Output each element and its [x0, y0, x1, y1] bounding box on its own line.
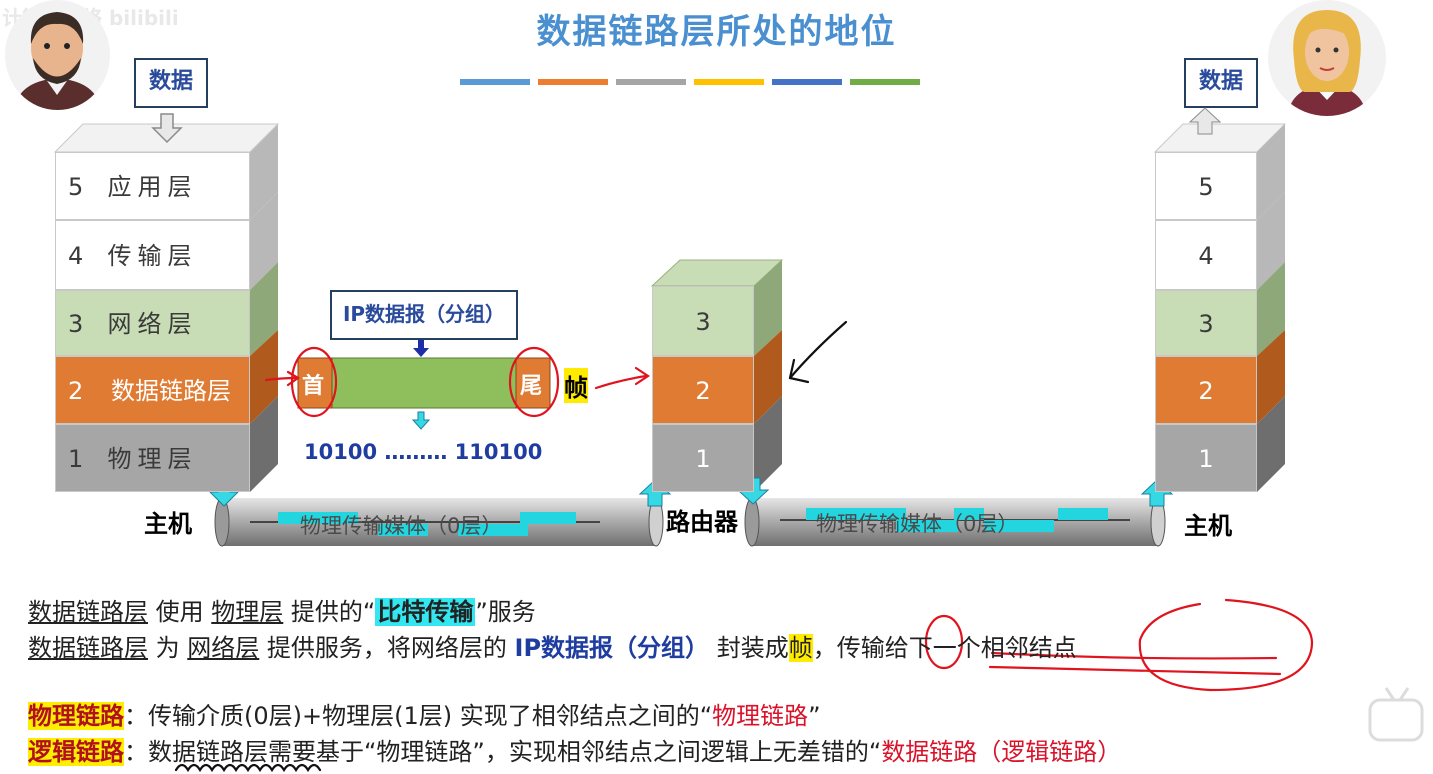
- right-layer-2: 2: [1155, 356, 1257, 424]
- host-left-label: 主机: [144, 510, 192, 538]
- router-layer-2: 2: [652, 356, 754, 424]
- medium-cylinder-right: [744, 497, 1166, 547]
- right-layer-1: 1: [1155, 424, 1257, 492]
- right-layer-4: 4: [1155, 220, 1257, 290]
- medium-left-label: 物理传输媒体（0层）: [300, 514, 503, 538]
- bit-stream-label: 10100 ……… 110100: [304, 440, 543, 464]
- host-right-label: 主机: [1184, 512, 1232, 540]
- text-line-4: 逻辑链路：数据链路层需要基于“物理链路”，实现相邻结点之间逻辑上无差错的“数据链…: [28, 738, 1122, 766]
- data-box-right: 数据: [1184, 58, 1258, 108]
- title-color-bar: [460, 79, 530, 85]
- text-line-2: 数据链路层 为 网络层 提供服务，将网络层的 IP数据报（分组） 封装成帧，传输…: [28, 634, 1077, 662]
- page-title: 数据链路层所处的地位: [536, 12, 897, 52]
- frame-label: 帧: [564, 368, 588, 403]
- text-line-1: 数据链路层 使用 物理层 提供的“比特传输”服务: [28, 598, 536, 626]
- frame-graphic: [297, 340, 551, 430]
- frame-head-label: 首: [302, 374, 325, 399]
- data-box-left: 数据: [134, 58, 208, 108]
- male-avatar: [5, 0, 110, 110]
- router-layer-1: 1: [652, 424, 754, 492]
- title-color-bar: [772, 79, 842, 85]
- frame-tail-label: 尾: [520, 374, 543, 399]
- right-stack-side: [1153, 123, 1287, 492]
- ip-datagram-label: IP数据报（分组）: [330, 290, 518, 340]
- title-color-bar: [694, 79, 764, 85]
- female-avatar: [1268, 0, 1386, 116]
- router-layer-3: 3: [652, 286, 754, 356]
- title-color-bar: [616, 79, 686, 85]
- router-label: 路由器: [666, 508, 738, 536]
- text-line-3: 物理链路：传输介质(0层)+物理层(1层) 实现了相邻结点之间的“物理链路”: [28, 702, 821, 730]
- medium-right-label: 物理传输媒体（0层）: [816, 512, 1019, 536]
- title-color-bar: [538, 79, 608, 85]
- right-layer-5: 5: [1155, 152, 1257, 220]
- router-stack-side: [650, 259, 784, 492]
- title-color-bar: [850, 79, 920, 85]
- medium-cylinder-left: [214, 497, 664, 547]
- player-logo: [1368, 687, 1424, 742]
- right-layer-3: 3: [1155, 290, 1257, 356]
- red-annotations: [264, 346, 1314, 692]
